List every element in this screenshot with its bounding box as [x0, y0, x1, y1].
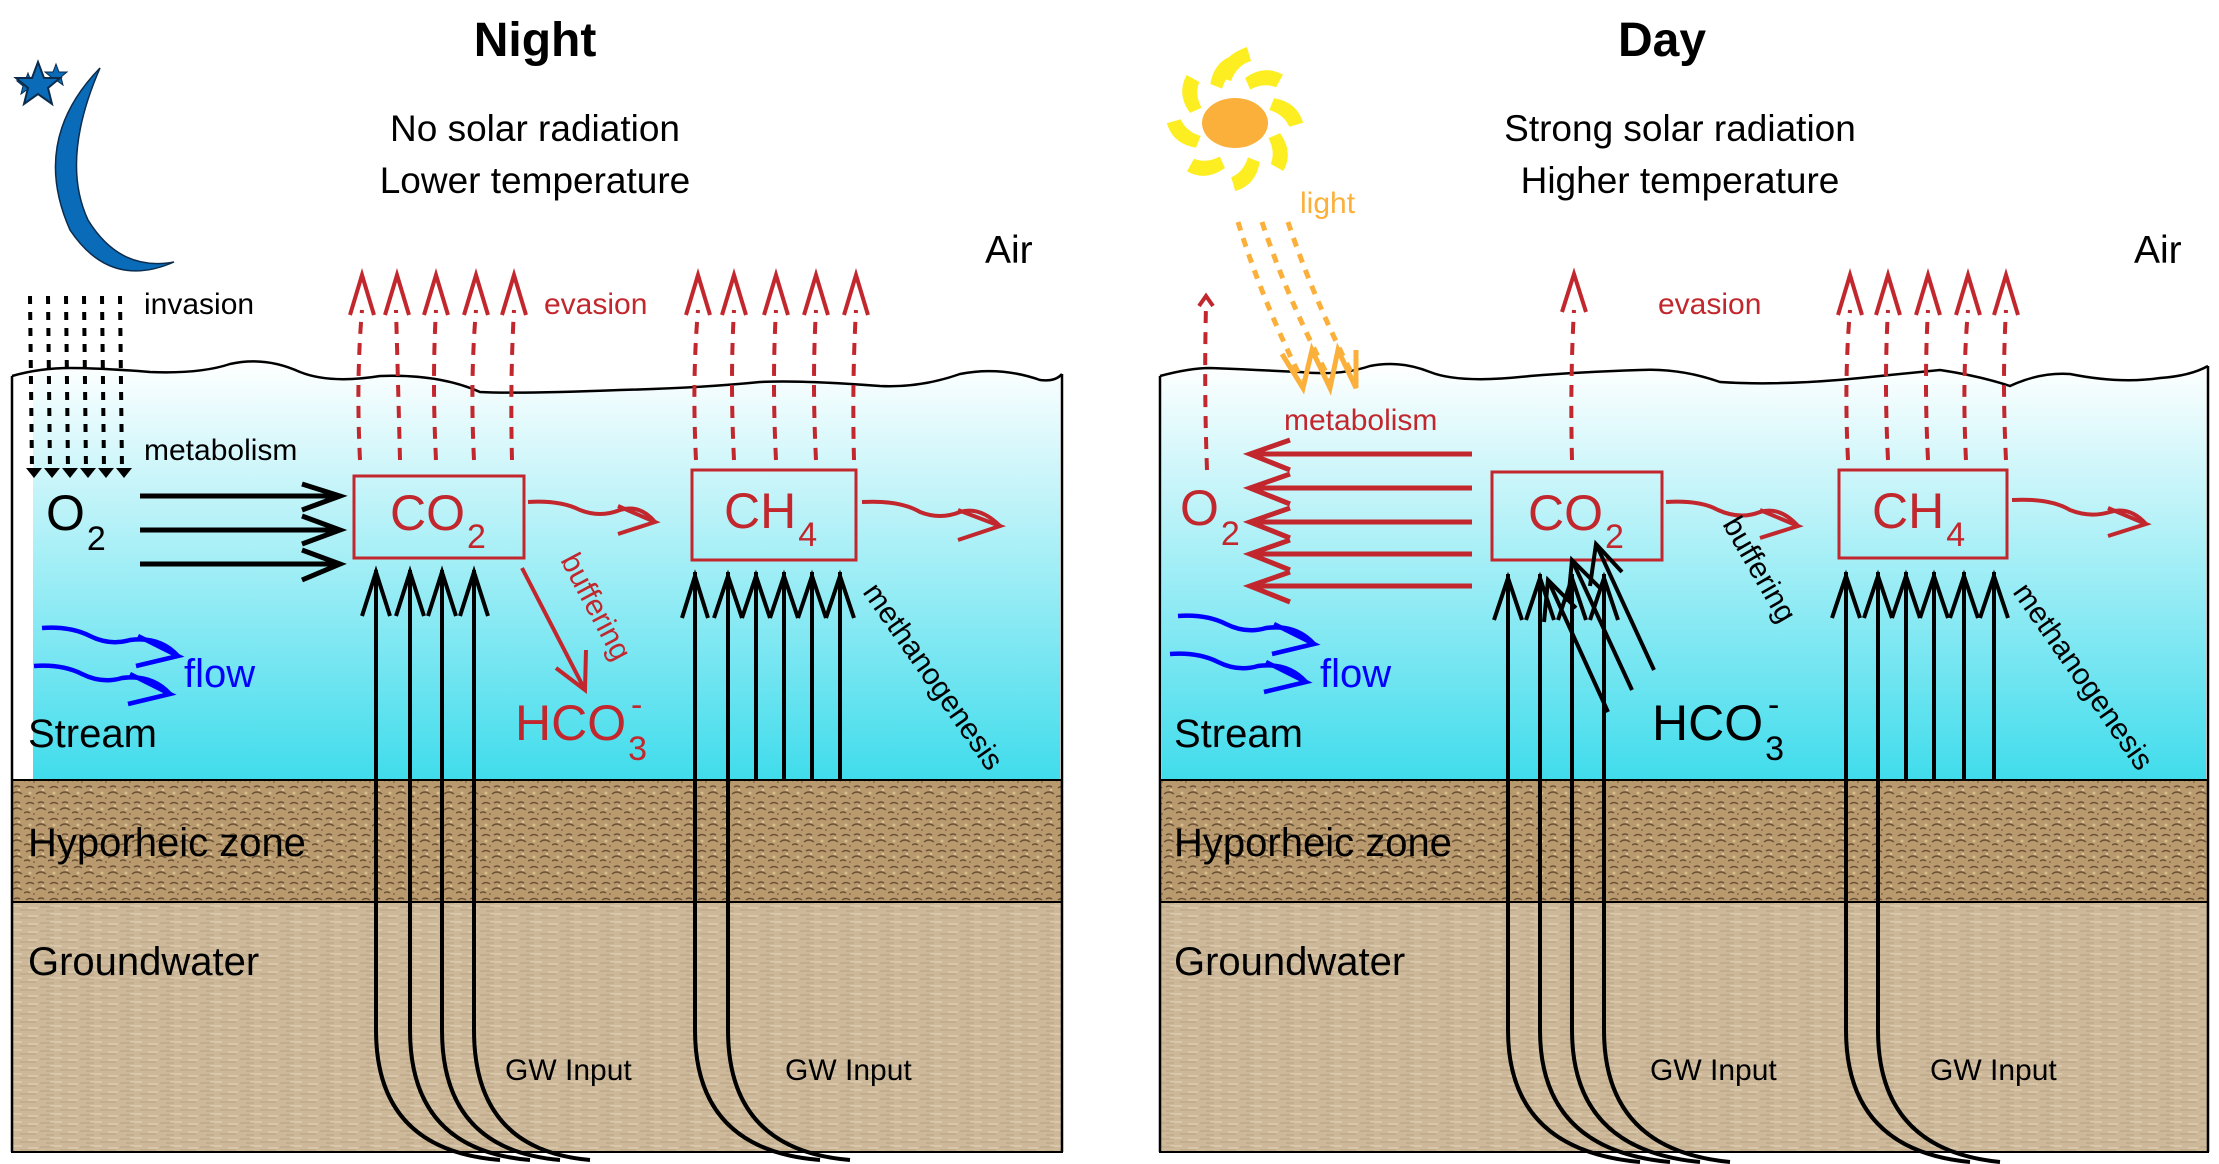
day-water-surface — [1159, 362, 2209, 388]
day-o2-evasion-arrow — [1197, 292, 1215, 471]
night-hco3-label: HCO3- — [515, 686, 647, 768]
day-light-label: light — [1300, 187, 1356, 220]
day-hyporheic-label: Hyporheic zone — [1174, 821, 1452, 865]
day-stream-water — [1162, 364, 2206, 780]
night-gw-input-label-1: GW Input — [505, 1054, 632, 1087]
night-metabolism-label: metabolism — [144, 434, 297, 467]
night-invasion-label: invasion — [144, 288, 254, 321]
night-co2-to-ch4-arrow — [527, 499, 661, 536]
night-subtitle-2: Lower temperature — [380, 160, 691, 201]
day-groundwater-layer — [1159, 901, 2209, 1153]
night-title: Night — [474, 14, 597, 67]
day-flow-arrows — [1169, 613, 1321, 695]
night-groundwater-label: Groundwater — [28, 940, 259, 984]
night-ch4-label: CH4 — [724, 483, 817, 554]
day-hyporheic-layer — [1159, 779, 2209, 903]
night-o2-label: O2 — [46, 485, 106, 558]
night-co2-evasion-heads — [348, 268, 528, 316]
day-metabolism-arrows — [1242, 437, 1472, 605]
night-subtitle-1: No solar radiation — [390, 108, 680, 149]
night-hyporheic-label: Hyporheic zone — [28, 821, 306, 865]
day-hco3-label: HCO3- — [1652, 686, 1784, 768]
day-air-label: Air — [2134, 229, 2182, 272]
night-gw-input-lines-ch4 — [680, 569, 856, 1162]
day-light-rays — [1235, 221, 1358, 382]
day-ch4-evasion-arrows — [1844, 309, 2008, 461]
day-ch4-label: CH4 — [1872, 483, 1965, 554]
day-gw-input-lines-co2 — [1492, 571, 1731, 1164]
day-co2-label: CO2 — [1528, 485, 1624, 556]
night-ch4-evasion-arrows — [692, 309, 858, 461]
night-buffering-arrow — [520, 567, 588, 694]
day-evasion-label: evasion — [1658, 288, 1761, 321]
night-flow-arrows — [33, 625, 185, 707]
night-stream-label: Stream — [28, 712, 157, 756]
day-ch4-box — [1837, 468, 2009, 560]
day-o2-label: O2 — [1180, 480, 1240, 553]
night-evasion-label: evasion — [544, 288, 647, 321]
night-metabolism-arrows — [140, 481, 348, 583]
day-subtitle-1: Strong solar radiation — [1504, 108, 1856, 149]
day-stream-label: Stream — [1174, 712, 1303, 756]
day-light-zigzag — [1279, 342, 1359, 396]
night-co2-box — [352, 474, 526, 560]
day-co2-box — [1490, 470, 1664, 562]
night-ch4-evasion-heads — [684, 268, 870, 316]
night-flow-label: flow — [184, 652, 255, 696]
night-invasion-arrows — [28, 295, 124, 471]
day-gw-input-label-2: GW Input — [1930, 1054, 2057, 1087]
night-co2-label: CO2 — [390, 485, 486, 556]
day-co2-evasion-arrow — [1560, 267, 1588, 461]
night-stream-water — [33, 361, 1060, 780]
day-gw-input-label-1: GW Input — [1650, 1054, 1777, 1087]
night-water-surface — [11, 360, 1063, 394]
night-panel: Night No solar radiation Lower temperatu… — [10, 14, 1064, 1162]
day-subtitle-2: Higher temperature — [1521, 160, 1840, 201]
day-panel: light — [1158, 14, 2210, 1164]
night-ch4-box — [690, 468, 858, 562]
day-gw-input-lines-ch4 — [1830, 569, 2010, 1164]
night-hyporheic-layer — [11, 779, 1063, 903]
day-metabolism-label: metabolism — [1284, 404, 1437, 437]
day-title: Day — [1618, 14, 1706, 67]
day-co2-to-ch4-arrow — [1665, 499, 1804, 540]
moon-stars-icon — [13, 59, 175, 272]
sun-icon — [1166, 47, 1304, 192]
day-ch4-export-arrow — [2011, 497, 2152, 538]
night-groundwater-layer — [11, 901, 1063, 1153]
night-ch4-export-arrow — [861, 499, 1006, 542]
night-air-label: Air — [985, 229, 1033, 272]
night-gw-input-lines-co2 — [360, 565, 591, 1162]
day-flow-label: flow — [1320, 652, 1391, 696]
day-groundwater-label: Groundwater — [1174, 940, 1405, 984]
night-co2-evasion-arrows — [356, 309, 516, 461]
day-ch4-evasion-heads — [1836, 268, 2020, 316]
night-gw-input-label-2: GW Input — [785, 1054, 912, 1087]
night-invasion-arrowheads — [26, 468, 132, 478]
